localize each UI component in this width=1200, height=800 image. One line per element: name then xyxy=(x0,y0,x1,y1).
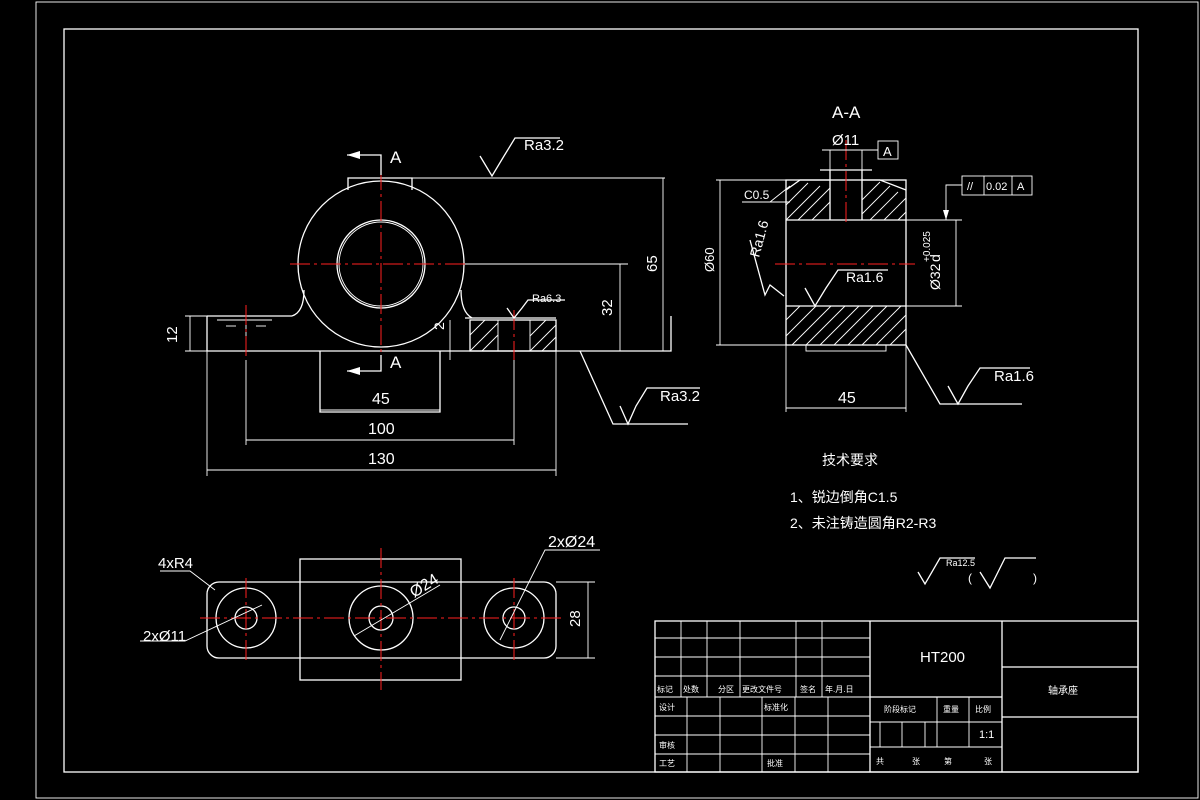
dim-d24: Ø24 xyxy=(407,571,442,601)
dim-d32-fit: d xyxy=(927,254,943,262)
tb-label-process: 工艺 xyxy=(659,759,675,768)
tb-label-review: 审核 xyxy=(659,740,675,750)
tb-label-design: 设计 xyxy=(659,702,675,712)
dim-2xd24: 2xØ24 xyxy=(548,534,595,551)
general-roughness-symbol: Ra12.5 ( ) xyxy=(917,557,1037,590)
dim-28: 28 xyxy=(567,610,584,627)
paren-open: ( xyxy=(968,571,972,585)
dim-d60: Ø60 xyxy=(702,247,717,272)
dim-d32-tol: +0.025 xyxy=(922,231,933,262)
tb-label-stage: 阶段标记 xyxy=(884,704,916,714)
dim-100: 100 xyxy=(368,421,395,438)
tb-label-docno: 更改文件号 xyxy=(742,684,782,694)
section-mark-top: A xyxy=(390,148,402,167)
roughness-hole: Ra6.3 xyxy=(532,293,561,305)
section-title: A-A xyxy=(832,103,861,122)
chamfer-c05: C0.5 xyxy=(744,188,770,202)
tb-label-sheet: 张 xyxy=(912,757,920,766)
tb-part-name: 轴承座 xyxy=(1048,684,1078,697)
front-view: A A 45 100 130 12 32 65 2 Ra3.2 xyxy=(164,137,700,476)
roughness-right: Ra1.6 xyxy=(994,368,1034,385)
tb-label-date: 年.月.日 xyxy=(825,684,853,694)
note-1: 1、锐边倒角C1.5 xyxy=(790,489,898,505)
dim-45-front: 45 xyxy=(372,391,390,408)
tol-symbol: // xyxy=(967,181,974,193)
tb-label-mark: 标记 xyxy=(657,684,673,694)
tb-label-weight: 重量 xyxy=(943,704,959,714)
roughness-base: Ra3.2 xyxy=(660,388,700,405)
datum-a: A xyxy=(883,144,892,159)
dim-12: 12 xyxy=(164,326,181,343)
roughness-top: Ra3.2 xyxy=(524,137,564,154)
tb-label-of: 第 xyxy=(944,756,952,766)
dim-2xd11: 2xØ11 xyxy=(143,628,186,645)
general-roughness-value: Ra12.5 xyxy=(946,558,975,568)
tb-label-scale: 比例 xyxy=(975,704,991,714)
tb-label-zone: 分区 xyxy=(718,685,734,694)
top-view: 4xR4 2xØ11 2xØ24 Ø24 28 xyxy=(140,534,600,690)
note-2: 2、未注铸造圆角R2-R3 xyxy=(790,515,936,531)
section-mark-bottom: A xyxy=(390,353,402,372)
dim-2: 2 xyxy=(431,322,447,330)
tol-value: 0.02 xyxy=(986,181,1007,193)
dim-32: 32 xyxy=(599,299,616,316)
inner-frame xyxy=(63,28,1139,773)
dim-d11-section: Ø11 xyxy=(832,132,859,149)
dim-65: 65 xyxy=(644,255,661,272)
tb-material: HT200 xyxy=(920,649,965,666)
outer-frame xyxy=(35,1,1199,799)
tb-scale-value: 1:1 xyxy=(979,729,994,741)
dim-d32: Ø32 xyxy=(927,263,943,290)
tb-label-page: 张 xyxy=(984,757,992,766)
dim-130: 130 xyxy=(368,451,395,468)
paren-close: ) xyxy=(1033,571,1037,585)
title-block: HT200 轴承座 标记 处数 分区 更改文件号 签名 年.月.日 设计 标准化… xyxy=(654,620,1139,773)
roughness-left: Ra1.6 xyxy=(746,218,771,258)
dim-4xr4: 4xR4 xyxy=(158,555,193,572)
tb-label-approve: 批准 xyxy=(767,758,783,768)
section-view: A-A Ø11 xyxy=(702,103,1034,412)
roughness-mid: Ra1.6 xyxy=(846,269,884,285)
technical-notes: 技术要求 1、锐边倒角C1.5 2、未注铸造圆角R2-R3 xyxy=(790,452,936,531)
notes-title: 技术要求 xyxy=(822,452,878,468)
tb-label-count: 处数 xyxy=(683,684,699,694)
dim-45-section: 45 xyxy=(838,390,856,407)
tb-label-sign: 签名 xyxy=(800,684,816,694)
tol-datum: A xyxy=(1017,181,1025,193)
tb-label-sheets: 共 xyxy=(876,757,884,766)
tb-label-standard: 标准化 xyxy=(764,702,788,712)
